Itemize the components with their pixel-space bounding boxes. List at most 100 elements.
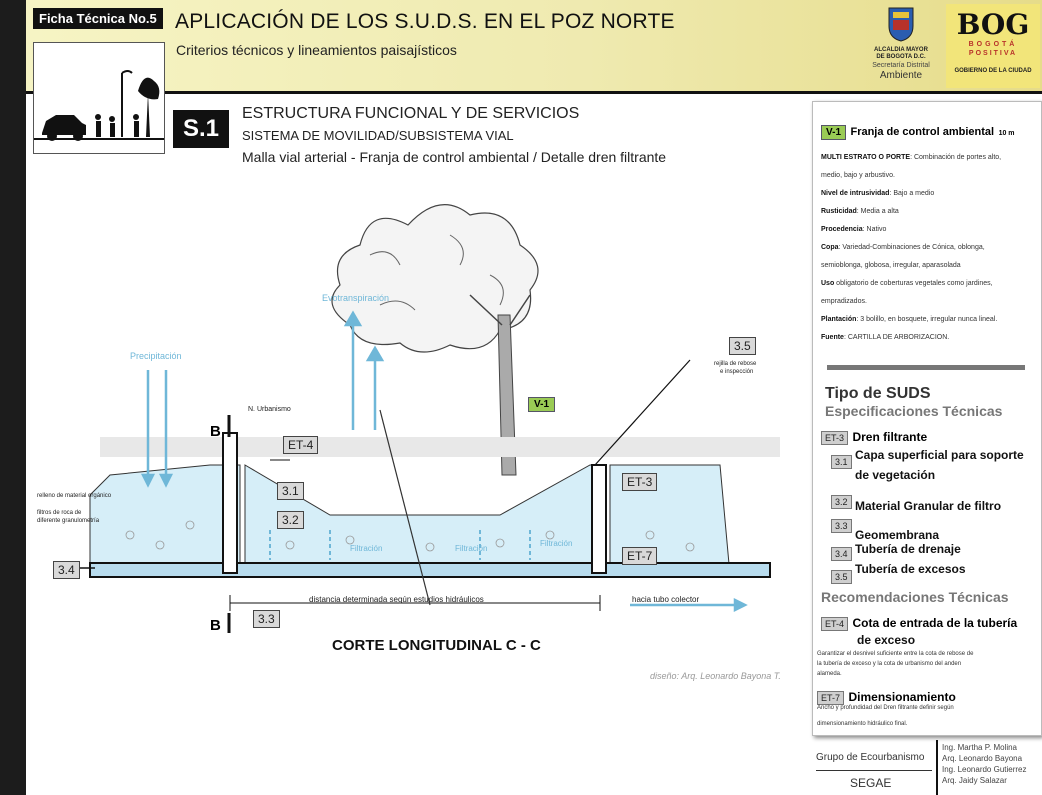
corte-title: CORTE LONGITUDINAL C - C <box>332 637 541 654</box>
cross-section-diagram <box>70 204 780 633</box>
precipitacion-label: Precipitación <box>130 351 182 361</box>
alcaldia-line3: Secretaría Distrital <box>872 62 930 69</box>
et4-text: Cota de entrada de la tubería <box>852 616 1018 630</box>
shield-icon <box>888 7 914 42</box>
label-3-2: 3.2 <box>277 511 304 529</box>
procedencia-label: Procedencia <box>821 226 863 233</box>
item-3-1-text-2: de vegetación <box>855 468 936 482</box>
filtros-label-2: diferente granulometría <box>37 518 100 524</box>
et7-desc: Ancho y profundidad del Dren filtrante d… <box>817 705 954 711</box>
segae-label: SEGAE <box>850 776 892 790</box>
uso-label: Uso <box>821 280 835 287</box>
label-et4: ET-4 <box>283 436 319 454</box>
et7-desc-2: dimensionamiento hidráulico final. <box>817 721 908 727</box>
alcaldia-line1: ALCALDIA MAYOR <box>874 47 928 53</box>
alcaldia-logo: ALCALDIA MAYOR DE BOGOTA D.C. Secretaría… <box>862 4 940 88</box>
multi-label: MULTI ESTRATO O PORTE <box>821 154 911 161</box>
document-subtitle: Criterios técnicos y lineamientos paisaj… <box>176 42 457 58</box>
nivel-row: Nivel de intrusividad: Bajo a medio <box>821 190 934 197</box>
item-3-2-text: Material Granular de filtro <box>855 499 1002 513</box>
item-3-1: 3.1 <box>831 452 852 470</box>
uso-row: Uso obligatorio de coberturas vegetales … <box>821 280 993 287</box>
multi-text: : Combinación de portes alto, <box>910 154 1002 161</box>
filtracion-label-2: Filtración <box>455 544 488 553</box>
et7-text: Dimensionamiento <box>848 690 956 704</box>
divider <box>827 365 1025 370</box>
grupo-label: Grupo de Ecourbanismo <box>816 752 925 763</box>
fuente-text: : CARTILLA DE ARBORIZACION. <box>843 334 950 341</box>
label-v1: V-1 <box>528 397 556 412</box>
section-marker-b-bottom: B <box>210 617 221 634</box>
credit-name: Ing. Leonardo Gutierrez <box>942 765 1027 774</box>
document-title: APLICACIÓN DE LOS S.U.D.S. EN EL POZ NOR… <box>175 10 675 33</box>
item-3-2: 3.2 <box>831 492 852 510</box>
credit-name: Arq. Jaidy Salazar <box>942 776 1007 785</box>
bog-line3: GOBIERNO DE LA CIUDAD <box>954 68 1032 74</box>
multi-estrato-row: MULTI ESTRATO O PORTE: Combinación de po… <box>821 154 1001 161</box>
plantacion-text: : 3 bolillo, en bosquete, irregular nunc… <box>856 316 998 323</box>
et3-text: Dren filtrante <box>852 430 928 444</box>
item-3-3-text: Geomembrana <box>855 528 940 542</box>
alcaldia-line4: Ambiente <box>879 70 923 81</box>
item-3-4: 3.4 <box>831 544 852 562</box>
n-urbanismo-label: N. Urbanismo <box>248 406 291 413</box>
et4-desc: Garantizar el desnivel suficiente entre … <box>817 651 974 657</box>
tipo-suds-heading: Tipo de SUDS <box>825 385 931 402</box>
rejilla-label-2: e inspección <box>720 369 754 375</box>
copa-label: Copa <box>821 244 839 251</box>
item-3-3: 3.3 <box>831 516 852 534</box>
terrain-hatch <box>100 437 780 457</box>
et3-row: ET-3 Dren filtrante <box>821 428 927 446</box>
mobility-pictogram <box>33 42 165 154</box>
et4-tag: ET-4 <box>821 617 849 631</box>
people-icon <box>95 70 139 137</box>
especificaciones-heading: Especificaciones Técnicas <box>825 403 1003 419</box>
item-tag: 3.1 <box>831 455 852 469</box>
rusticidad-label: Rusticidad <box>821 208 857 215</box>
evotranspiracion-label: Evotranspiración <box>322 293 390 303</box>
credit-name: Ing. Martha P. Molina <box>942 743 1018 752</box>
ficha-label: Ficha Técnica No.5 <box>33 8 163 29</box>
rusticidad-row: Rusticidad: Media a alta <box>821 208 899 215</box>
fuente-row: Fuente: CARTILLA DE ARBORIZACION. <box>821 334 949 341</box>
specifications-panel: V-1 Franja de control ambiental 10 m MUL… <box>812 101 1042 736</box>
et4-row: ET-4 Cota de entrada de la tubería <box>821 614 1017 632</box>
procedencia-row: Procedencia: Nativo <box>821 226 886 233</box>
section-detail: Malla vial arterial - Franja de control … <box>242 149 667 165</box>
et4-desc-2: la tubería de exceso y la cota de urbani… <box>817 661 962 667</box>
label-3-5: 3.5 <box>729 337 756 355</box>
item-3-5: 3.5 <box>831 567 852 585</box>
item-tag: 3.2 <box>831 495 852 509</box>
left-border <box>0 0 26 795</box>
relleno-label: relleno de material orgánico <box>37 493 112 499</box>
label-et7: ET-7 <box>622 547 658 565</box>
item-tag: 3.3 <box>831 519 852 533</box>
credit-name: Arq. Leonardo Bayona <box>942 754 1023 763</box>
fuente-label: Fuente <box>821 334 844 341</box>
section-title: ESTRUCTURA FUNCIONAL Y DE SERVICIOS <box>242 105 580 122</box>
bog-line1: BOGOTÁ <box>968 41 1018 48</box>
bog-brand: BOG <box>956 8 1030 41</box>
v1-tag: V-1 <box>821 125 847 140</box>
section-code: S.1 <box>173 110 229 148</box>
tree-icon <box>138 77 160 137</box>
copa-text-2: semioblonga, globosa, irregular, aparaso… <box>821 262 961 269</box>
car-icon <box>42 115 86 141</box>
section-marker-b-top: B <box>210 423 221 440</box>
plantacion-row: Plantación: 3 bolillo, en bosquete, irre… <box>821 316 997 323</box>
multi-text-2: medio, bajo y arbustivo. <box>821 172 895 179</box>
rejilla-label: rejilla de rebose <box>714 361 757 367</box>
item-tag: 3.5 <box>831 570 852 584</box>
et4-desc-3: alameda. <box>817 671 842 677</box>
v1-size: 10 m <box>998 130 1015 137</box>
uso-text-2: empradizados. <box>821 298 867 305</box>
v1-header: V-1 Franja de control ambiental 10 m <box>821 122 1015 140</box>
uso-text: obligatorio de coberturas vegetales como… <box>834 280 993 287</box>
rusticidad-text: : Media a alta <box>856 208 899 215</box>
et7-row: ET-7 Dimensionamiento <box>817 688 956 706</box>
v1-title: Franja de control ambiental <box>850 126 995 138</box>
item-3-5-text: Tubería de excesos <box>855 562 966 576</box>
bogota-positiva-logo: BOG BOGOTÁ POSITIVA GOBIERNO DE LA CIUDA… <box>946 4 1040 88</box>
item-3-4-text: Tubería de drenaje <box>855 542 961 556</box>
footer-divider <box>816 770 932 771</box>
